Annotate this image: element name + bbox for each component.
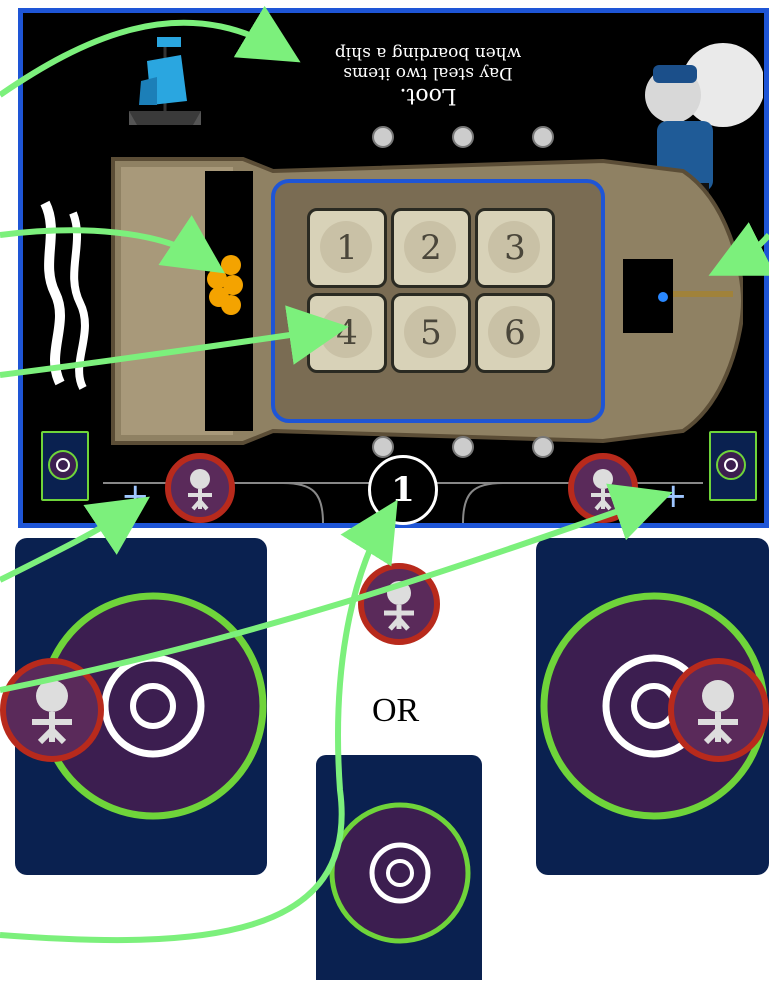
cargo-tile-1[interactable]: 1 — [307, 208, 387, 288]
cargo-tile-6[interactable]: 6 — [475, 293, 555, 373]
voodoo-doll-icon — [171, 459, 229, 517]
voodoo-doll-icon — [364, 569, 434, 639]
voodoo-doll-icon — [574, 459, 632, 517]
pirate-ship-icon — [121, 31, 211, 141]
cargo-tile-4[interactable]: 4 — [307, 293, 387, 373]
voodoo-card-icon — [711, 433, 751, 495]
voodoo-card-center[interactable] — [316, 755, 482, 980]
voodoo-token-right[interactable] — [568, 453, 638, 523]
cargo-tile-5[interactable]: 5 — [391, 293, 471, 373]
loot-instruction-text: Loot. Day steal two items when boarding … — [293, 43, 563, 105]
waves-icon — [35, 193, 95, 393]
plus-right[interactable]: + — [659, 481, 688, 511]
mini-card-left[interactable] — [41, 431, 89, 501]
voodoo-doll-icon — [6, 664, 98, 756]
cargo-tile-2[interactable]: 2 — [391, 208, 471, 288]
voodoo-token-center[interactable] — [358, 563, 440, 645]
mini-card-right[interactable] — [709, 431, 757, 501]
plus-left[interactable]: + — [121, 481, 150, 511]
voodoo-token-left-card[interactable] — [0, 658, 104, 762]
game-board: Loot. Day steal two items when boarding … — [18, 8, 769, 528]
round-counter: 1 — [368, 455, 438, 525]
voodoo-doll-icon — [674, 664, 763, 756]
voodoo-token-right-card[interactable] — [668, 658, 769, 762]
gold-coins-icon — [201, 255, 251, 317]
mast-stubs-top — [363, 123, 583, 153]
voodoo-token-left[interactable] — [165, 453, 235, 523]
voodoo-card-icon — [43, 433, 83, 495]
loot-line-1: Day steal two items — [343, 63, 513, 83]
loot-title: Loot. — [293, 85, 563, 105]
voodoo-card-art-icon — [316, 755, 482, 980]
cargo-tile-3[interactable]: 3 — [475, 208, 555, 288]
or-label: OR — [372, 692, 419, 730]
loot-line-2: when boarding a ship — [335, 43, 521, 63]
